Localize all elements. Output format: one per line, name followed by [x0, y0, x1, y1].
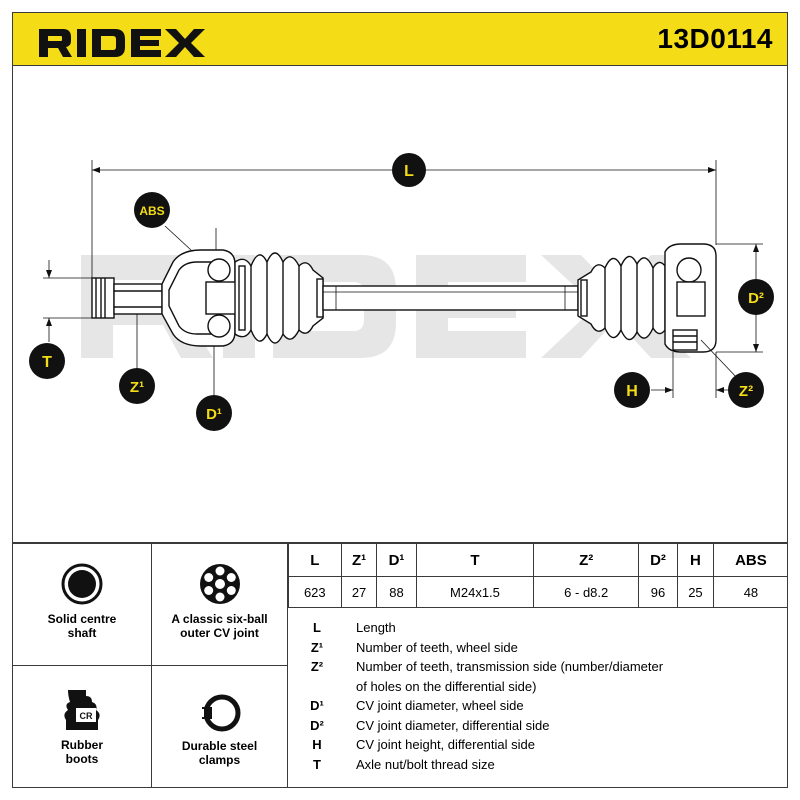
- dimension-badges: L ABS T Z¹ D¹ H: [29, 153, 774, 431]
- spec-value: 96: [637, 576, 679, 608]
- svg-text:Z¹: Z¹: [130, 379, 144, 396]
- badge-L: L: [392, 153, 426, 187]
- spec-value: M24x1.5: [415, 576, 535, 608]
- spec-value: 25: [677, 576, 714, 608]
- spec-header-row: L Z¹ D¹ T Z² D² H ABS: [288, 544, 788, 577]
- rubber-boot-icon: CR: [64, 690, 100, 730]
- feature-label: Solid centre shaft: [47, 612, 117, 640]
- feature-label: A classic six-ball outer CV joint: [171, 612, 268, 640]
- legend-text: Length: [356, 620, 396, 635]
- feature-rubber-boots: CR Rubber boots: [13, 686, 151, 766]
- feature-steel-clamps: Durable steel clamps: [152, 689, 287, 767]
- spec-header: T: [415, 544, 535, 577]
- svg-text:D²: D²: [748, 290, 764, 307]
- badge-ABS: ABS: [134, 192, 170, 228]
- spec-header: ABS: [712, 544, 788, 577]
- spec-header: L: [288, 544, 342, 577]
- legend: L Length Z¹ Number of teeth, wheel side …: [288, 608, 788, 788]
- spec-value: 27: [340, 576, 378, 608]
- legend-text: Number of teeth, wheel side: [356, 640, 518, 655]
- six-ball-joint-icon: [199, 564, 240, 604]
- spec-header: D²: [637, 544, 679, 577]
- svg-text:T: T: [42, 354, 52, 371]
- svg-text:H: H: [626, 383, 638, 400]
- spec-header: Z²: [533, 544, 639, 577]
- spec-header: H: [677, 544, 714, 577]
- divider: [287, 544, 288, 787]
- spec-table: L Z¹ D¹ T Z² D² H ABS 623 27 88 M24x1.5 …: [288, 544, 788, 608]
- legend-symbol: T: [313, 757, 321, 772]
- svg-text:ABS: ABS: [139, 204, 164, 218]
- legend-symbol: Z¹: [310, 640, 324, 655]
- spec-header: D¹: [376, 544, 417, 577]
- badge-H: H: [614, 372, 650, 408]
- spec-value: 623: [288, 576, 342, 608]
- legend-symbol: L: [313, 620, 321, 635]
- legend-symbol: D²: [310, 718, 324, 733]
- solid-shaft-icon: [61, 563, 103, 605]
- legend-text: of holes on the differential side): [356, 679, 537, 694]
- legend-text: CV joint diameter, wheel side: [356, 698, 524, 713]
- feature-six-ball-joint: A classic six-ball outer CV joint: [152, 562, 287, 640]
- badge-T: T: [29, 343, 65, 379]
- info-panel: Solid centre shaft A classic six-ball ou…: [12, 543, 788, 788]
- spec-header: Z¹: [340, 544, 378, 577]
- legend-symbol: H: [312, 737, 322, 752]
- feature-label: Durable steel clamps: [181, 739, 258, 767]
- badge-D1: D¹: [196, 395, 232, 431]
- feature-solid-shaft: Solid centre shaft: [13, 562, 151, 640]
- legend-symbol: Z²: [310, 659, 324, 674]
- ridex-logo: [39, 29, 205, 57]
- legend-symbol: D¹: [310, 698, 324, 713]
- spec-value: 6 - d8.2: [533, 576, 639, 608]
- svg-text:CR: CR: [80, 711, 93, 721]
- technical-drawing: L ABS T Z¹ D¹ H: [12, 66, 788, 543]
- divider: [13, 665, 287, 666]
- legend-text: CV joint height, differential side: [356, 737, 535, 752]
- spec-value: 48: [712, 576, 788, 608]
- drive-shaft-diagram: L ABS T Z¹ D¹ H: [29, 153, 774, 431]
- badge-Z2: Z²: [728, 372, 764, 408]
- svg-text:D¹: D¹: [206, 406, 222, 423]
- header-bar: 13D0114: [12, 12, 788, 66]
- feature-label: Rubber boots: [61, 738, 103, 766]
- legend-text: Number of teeth, transmission side (numb…: [356, 659, 664, 674]
- badge-Z1: Z¹: [119, 368, 155, 404]
- spec-value-row: 623 27 88 M24x1.5 6 - d8.2 96 25 48: [288, 576, 788, 608]
- steel-clamp-icon: [199, 694, 240, 732]
- spec-value: 88: [376, 576, 417, 608]
- part-number: 13D0114: [657, 23, 773, 54]
- legend-text: Axle nut/bolt thread size: [356, 757, 495, 772]
- badge-D2: D²: [738, 279, 774, 315]
- svg-text:L: L: [404, 163, 414, 180]
- svg-text:Z²: Z²: [739, 383, 753, 400]
- legend-text: CV joint diameter, differential side: [356, 718, 550, 733]
